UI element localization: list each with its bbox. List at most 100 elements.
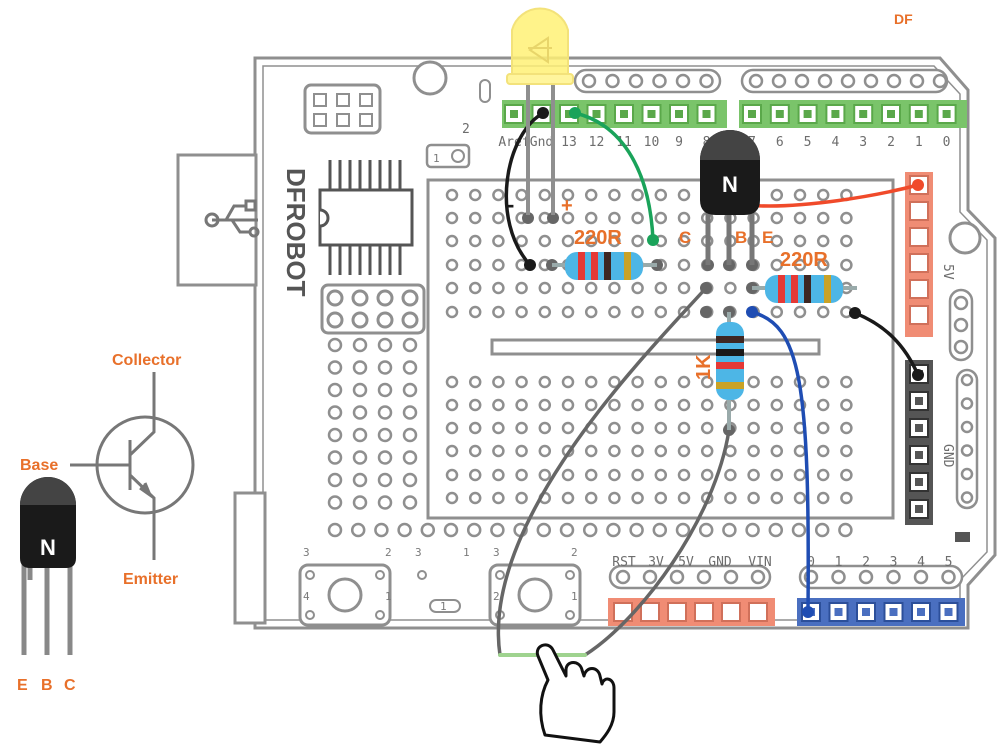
breadboard-hole — [840, 444, 853, 458]
power-socket[interactable] — [909, 279, 929, 299]
breadboard-hole — [631, 188, 644, 202]
board-hole — [327, 405, 343, 420]
breadboard-hole — [538, 305, 552, 319]
pin-b-label: B — [735, 228, 747, 247]
wire-black-led — [504, 111, 545, 267]
breadboard-hole — [840, 398, 853, 412]
breadboard-hole — [816, 188, 830, 202]
socket-pin — [915, 451, 923, 459]
svg-text:2: 2 — [571, 546, 578, 559]
svg-text:1: 1 — [433, 152, 440, 165]
power-socket[interactable] — [909, 201, 929, 221]
digital-pin-label: 6 — [776, 135, 784, 150]
package-c-label: C — [64, 677, 76, 694]
svg-text:N: N — [722, 172, 738, 197]
board-hole — [327, 522, 343, 538]
breadboard-hole — [816, 468, 830, 482]
breadboard-hole — [492, 468, 505, 482]
header-pin — [723, 569, 739, 585]
board-pad — [376, 311, 394, 329]
breadboard-hole — [584, 398, 598, 412]
svg-text:1: 1 — [440, 600, 447, 613]
wire-end — [524, 259, 536, 271]
breadboard-hole — [445, 305, 459, 319]
breadboard-hole — [654, 398, 668, 412]
breadboard-hole — [445, 468, 459, 482]
power-socket[interactable] — [909, 227, 929, 247]
breadboard-hole — [840, 421, 853, 435]
breadboard-hole — [700, 421, 714, 435]
breadboard-hole — [492, 421, 505, 435]
header-pin — [699, 73, 714, 89]
svg-text:N: N — [40, 535, 56, 560]
power-socket[interactable] — [721, 602, 741, 622]
user-push-button[interactable] — [488, 563, 582, 627]
breadboard-hole — [840, 375, 853, 389]
header-pin — [696, 569, 712, 585]
socket-pin — [915, 424, 923, 432]
breadboard-hole — [700, 468, 714, 482]
wire-end — [647, 234, 659, 246]
board-hole — [327, 337, 343, 353]
breadboard-hole — [445, 281, 459, 295]
breadboard-hole — [515, 444, 528, 458]
reset-button[interactable] — [298, 563, 392, 627]
socket-pin — [748, 110, 756, 118]
power-socket[interactable] — [909, 253, 929, 273]
board-hole — [377, 360, 393, 375]
socket-pin — [647, 110, 656, 118]
breadboard-hole — [538, 234, 552, 248]
board-hole — [490, 522, 505, 538]
breadboard-hole — [816, 398, 830, 412]
wire-gray-switch-a — [496, 286, 708, 657]
header-pin — [750, 569, 766, 585]
collector-label: Collector — [112, 352, 181, 369]
svg-text:2: 2 — [385, 546, 392, 559]
wire-end — [547, 212, 559, 224]
wire-end — [912, 369, 924, 381]
breadboard-hole — [468, 188, 482, 202]
corner-brand: DF — [894, 11, 913, 27]
power-socket[interactable] — [640, 602, 660, 622]
header-pin — [675, 73, 691, 89]
led-minus-label: - — [507, 192, 514, 217]
gnd-label: GND — [940, 444, 955, 468]
board-hole — [402, 382, 418, 398]
board-hole — [675, 522, 691, 538]
breadboard-hole — [631, 491, 644, 505]
breadboard-hole — [468, 375, 482, 389]
breadboard-hole — [654, 281, 668, 295]
breadboard-hole — [468, 234, 482, 248]
analog-pin-label: 4 — [917, 555, 925, 570]
power-socket[interactable] — [909, 305, 929, 325]
power-socket[interactable] — [667, 602, 687, 622]
breadboard-hole — [445, 421, 459, 435]
board-hole — [745, 522, 760, 538]
board-hole — [402, 427, 418, 443]
header-pin — [886, 73, 902, 89]
socket-pin — [915, 397, 923, 405]
board-hole — [652, 522, 668, 538]
breadboard-hole — [445, 491, 459, 505]
breadboard-hole — [631, 468, 644, 482]
breadboard-hole — [445, 258, 459, 272]
pin-c-label: C — [679, 228, 691, 247]
socket-pin — [915, 505, 923, 513]
breadboard-hole — [445, 188, 459, 202]
power-socket[interactable] — [748, 602, 768, 622]
breadboard-hole — [724, 468, 737, 482]
breadboard-hole — [654, 421, 668, 435]
board-hole — [327, 382, 343, 398]
svg-text:3: 3 — [303, 546, 310, 559]
board-hole — [377, 337, 393, 353]
digital-pin-label: 4 — [831, 135, 839, 150]
breadboard-hole — [816, 258, 830, 272]
breadboard-hole — [770, 468, 784, 482]
power-pin-label: 3V — [648, 555, 664, 570]
board-hole — [327, 495, 343, 510]
analog-pin-label: 1 — [835, 555, 843, 570]
wire-black-gnd — [853, 311, 920, 377]
board-hole — [698, 522, 714, 538]
power-socket[interactable] — [694, 602, 714, 622]
digital-pin-label: 12 — [589, 135, 605, 150]
